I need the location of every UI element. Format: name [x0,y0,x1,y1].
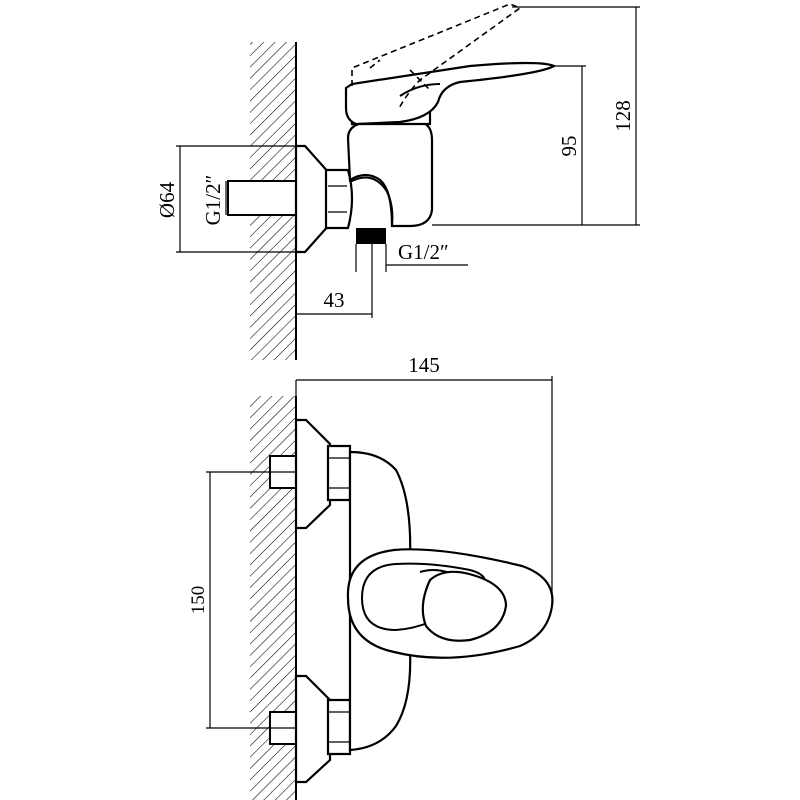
dim-thread-inlet: G1/2″ [201,175,225,226]
union-nut-lower [326,698,352,756]
top-view: 145 150 [188,353,554,800]
dim-wall-offset: 43 [324,288,345,312]
dim-thread-outlet: G1/2″ [398,240,449,264]
side-view: 128 95 Ø64 G1/2″ G1/2″ 43 [155,3,640,360]
lever-handle-raised [351,3,522,111]
dim-center-distance: 150 [188,586,209,615]
dim-length: 145 [408,353,440,377]
dim-diameter: Ø64 [155,181,179,218]
flange-upper [294,418,332,530]
dim-height-total: 128 [611,100,635,132]
lever-handle [344,61,557,126]
outlet-thread [356,228,386,244]
union-nut-upper [326,444,352,502]
flange-lower [294,674,332,784]
mixer-body [346,120,434,228]
union-nut [324,168,354,230]
inlet-pipe [227,180,297,216]
handle-grip [421,570,508,642]
dim-height-spout: 95 [557,136,581,157]
